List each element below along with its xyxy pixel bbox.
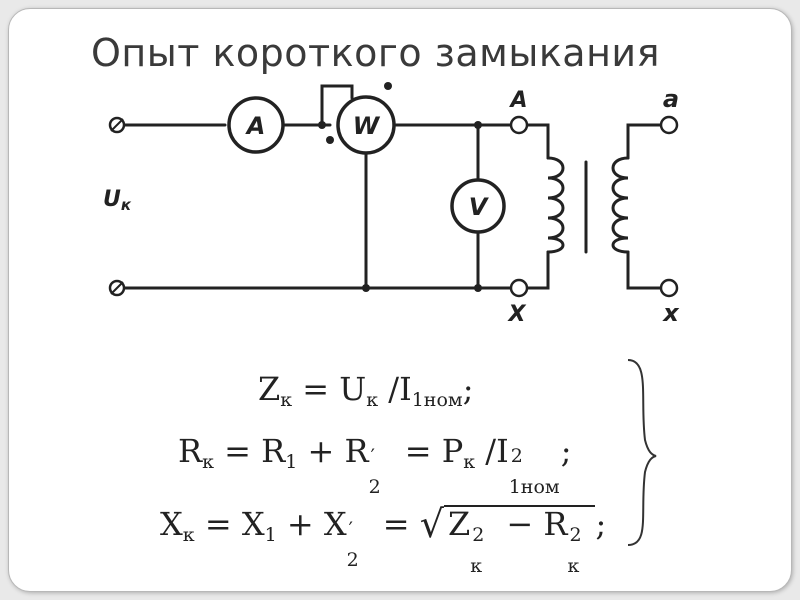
primary-top-label: A [508,88,527,113]
junction-dot [474,121,482,129]
primary-terminal-bottom [509,278,529,298]
secondary-coil [611,156,630,254]
primary-lead-bottom [526,250,550,290]
wattmeter-label: W [353,112,381,140]
secondary-bottom-label: x [662,299,680,327]
ammeter [227,96,285,154]
secondary-lead-top [626,123,662,160]
voltmeter [450,178,506,234]
junction-dot [474,284,482,292]
wattmeter [336,95,396,155]
secondary-terminal-top [659,115,679,135]
primary-coil [546,156,565,254]
primary-lead-top [526,123,550,160]
wattmeter-loop [320,84,354,127]
slide: Опыт короткого замыкания [8,8,792,592]
source-voltage-label: Uк [103,187,132,214]
secondary-lead-bottom [626,250,662,290]
formula-line-1: Zк = Uк /I1ном; [258,370,474,411]
wattmeter-marker-dot [326,136,334,144]
secondary-top-label: a [663,85,679,113]
slide-title: Опыт короткого замыкания [91,31,660,75]
formula-brace [627,359,657,546]
secondary-terminal-bottom [659,278,679,298]
voltmeter-label: V [469,193,490,221]
junction-dot [362,284,370,292]
ammeter-label: A [245,112,266,140]
wattmeter-marker-dot [384,82,392,90]
primary-bottom-label: X [507,302,527,327]
junction-dot [318,121,326,129]
primary-terminal-top [509,115,529,135]
